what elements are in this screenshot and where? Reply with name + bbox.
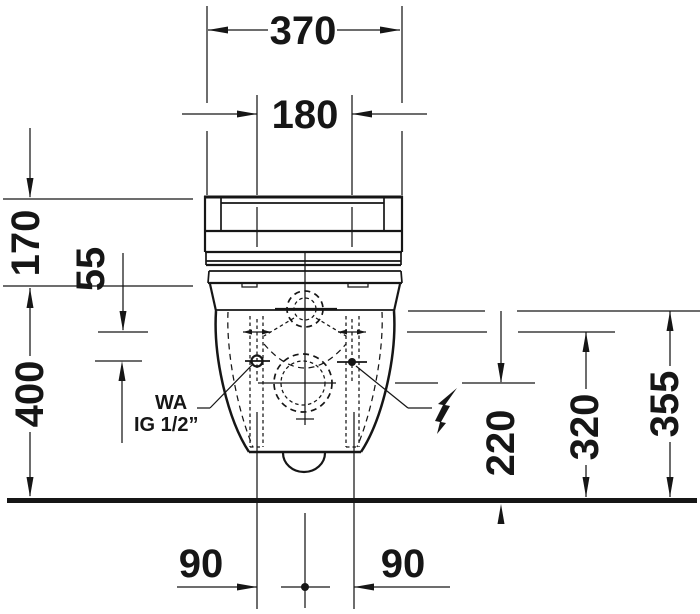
dimension-water-height: 355 bbox=[643, 311, 687, 497]
dim-label-90-left: 90 bbox=[179, 542, 224, 586]
dim-label-370: 370 bbox=[270, 9, 337, 53]
bowl-left-edge bbox=[214, 310, 251, 453]
dimension-cover-height: 170 bbox=[3, 128, 193, 287]
seat-buffer-left bbox=[241, 282, 258, 288]
dimension-outlet-height: 220 bbox=[479, 311, 523, 524]
dim-label-90-right: 90 bbox=[381, 542, 426, 586]
water-connection-callout: WA IG 1/2” bbox=[134, 363, 254, 436]
electrical-connection-hole bbox=[337, 358, 367, 366]
outlet-arc bbox=[281, 452, 327, 474]
dim-label-355: 355 bbox=[643, 371, 687, 438]
seat-buffer-right bbox=[347, 282, 369, 288]
bowl-right-edge bbox=[359, 310, 396, 453]
water-connection-hole bbox=[245, 354, 270, 368]
dimension-bottom-offsets: 90 90 bbox=[177, 412, 450, 609]
dimension-fixing-offset: 55 bbox=[69, 247, 148, 443]
centerline-dot bbox=[301, 583, 309, 591]
wc-front-view bbox=[203, 195, 404, 474]
dimension-overall-width: 370 bbox=[206, 6, 403, 195]
fixing-marker-left bbox=[243, 319, 271, 382]
dim-label-170: 170 bbox=[4, 210, 48, 277]
electrical-callout bbox=[355, 365, 457, 434]
dimension-fixing-height: 320 bbox=[563, 332, 607, 497]
lightning-bolt-icon bbox=[435, 388, 457, 434]
dim-label-400: 400 bbox=[8, 361, 52, 428]
dim-label-180: 180 bbox=[272, 93, 339, 137]
dim-label-320: 320 bbox=[563, 394, 607, 461]
dim-label-220: 220 bbox=[479, 410, 523, 477]
dim-label-55: 55 bbox=[69, 247, 113, 292]
dimension-mounting-height: 400 bbox=[8, 288, 52, 497]
water-thread-label: IG 1/2” bbox=[134, 414, 198, 436]
dimension-fixing-hole-spacing: 180 bbox=[182, 93, 427, 247]
fixing-marker-right bbox=[338, 319, 366, 382]
water-connection-label: WA bbox=[155, 392, 187, 414]
